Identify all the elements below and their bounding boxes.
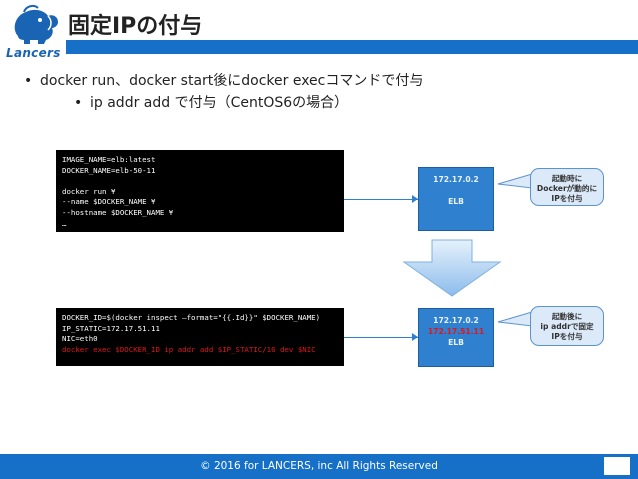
callout-line: IPを付与 bbox=[551, 332, 583, 341]
connector-line bbox=[344, 199, 418, 200]
callout-line: 起動時に bbox=[551, 174, 583, 183]
callout-line: Dockerが動的に bbox=[536, 184, 598, 193]
code-line: IP_STATIC=172.17.51.11 bbox=[62, 323, 160, 333]
code-block-ip-addr: DOCKER_ID=$(docker inspect –format="{{.I… bbox=[56, 308, 344, 366]
callout-line: 起動後に bbox=[551, 312, 583, 321]
elb-label: ELB bbox=[448, 338, 464, 347]
code-line: --hostname $DOCKER_NAME ¥ bbox=[62, 207, 174, 217]
callout-line: IPを付与 bbox=[551, 194, 583, 203]
code-line-highlight: docker exec $DOCKER_ID ip addr add $IP_S… bbox=[62, 344, 316, 354]
connector-line bbox=[344, 337, 418, 338]
slide-number-box bbox=[604, 457, 630, 475]
footer-bar bbox=[0, 454, 638, 479]
arrow-right-icon bbox=[412, 333, 418, 341]
elb-label: ELB bbox=[448, 197, 464, 206]
page-title: 固定IPの付与 bbox=[68, 14, 203, 39]
callout-line: ip addrで固定 bbox=[540, 322, 594, 331]
callout-dynamic-ip: 起動時に Dockerが動的に IPを付与 bbox=[530, 168, 604, 206]
elb-static-ip: 172.17.51.11 bbox=[427, 327, 485, 336]
down-arrow-icon bbox=[402, 239, 502, 297]
lancers-logo bbox=[4, 2, 66, 62]
code-line: IMAGE_NAME=elb:latest bbox=[62, 155, 156, 164]
footer-copyright: © 2016 for LANCERS, inc All Rights Reser… bbox=[200, 460, 438, 472]
elephant-logo-icon bbox=[14, 4, 59, 44]
title-divider bbox=[66, 40, 638, 54]
elb-ip: 172.17.0.2 bbox=[433, 175, 479, 184]
elb-box-before: 172.17.0.2 ELB bbox=[418, 167, 494, 231]
code-line: DOCKER_ID=$(docker inspect –format="{{.I… bbox=[62, 313, 321, 322]
logo-wordmark: Lancers bbox=[6, 46, 61, 60]
bullet-icon: • bbox=[74, 95, 83, 111]
callout-pointer bbox=[497, 173, 533, 189]
bullet-text-2: ip addr add で付与（CentOS6の場合） bbox=[90, 95, 349, 111]
callout-pointer bbox=[497, 311, 533, 327]
bullet-text-1: docker run、docker start後にdocker execコマンド… bbox=[40, 73, 424, 89]
code-line: docker run ¥ bbox=[62, 186, 116, 196]
code-line: … bbox=[62, 218, 67, 228]
arrow-right-icon bbox=[412, 195, 418, 203]
code-line: DOCKER_NAME=elb-50-11 bbox=[62, 165, 156, 175]
code-line: ​ bbox=[62, 176, 338, 187]
bullet-item-2: • ip addr add で付与（CentOS6の場合） bbox=[74, 92, 348, 112]
elb-box-after: 172.17.0.2 172.17.51.11 ELB bbox=[418, 308, 494, 367]
callout-static-ip: 起動後に ip addrで固定 IPを付与 bbox=[530, 306, 604, 346]
bullet-icon: • bbox=[24, 73, 33, 89]
bullet-item-1: • docker run、docker start後にdocker execコマン… bbox=[24, 70, 423, 90]
elb-ip: 172.17.0.2 bbox=[433, 316, 479, 325]
code-line: NIC=eth0 bbox=[62, 334, 98, 344]
code-line: --name $DOCKER_NAME ¥ bbox=[62, 197, 156, 207]
